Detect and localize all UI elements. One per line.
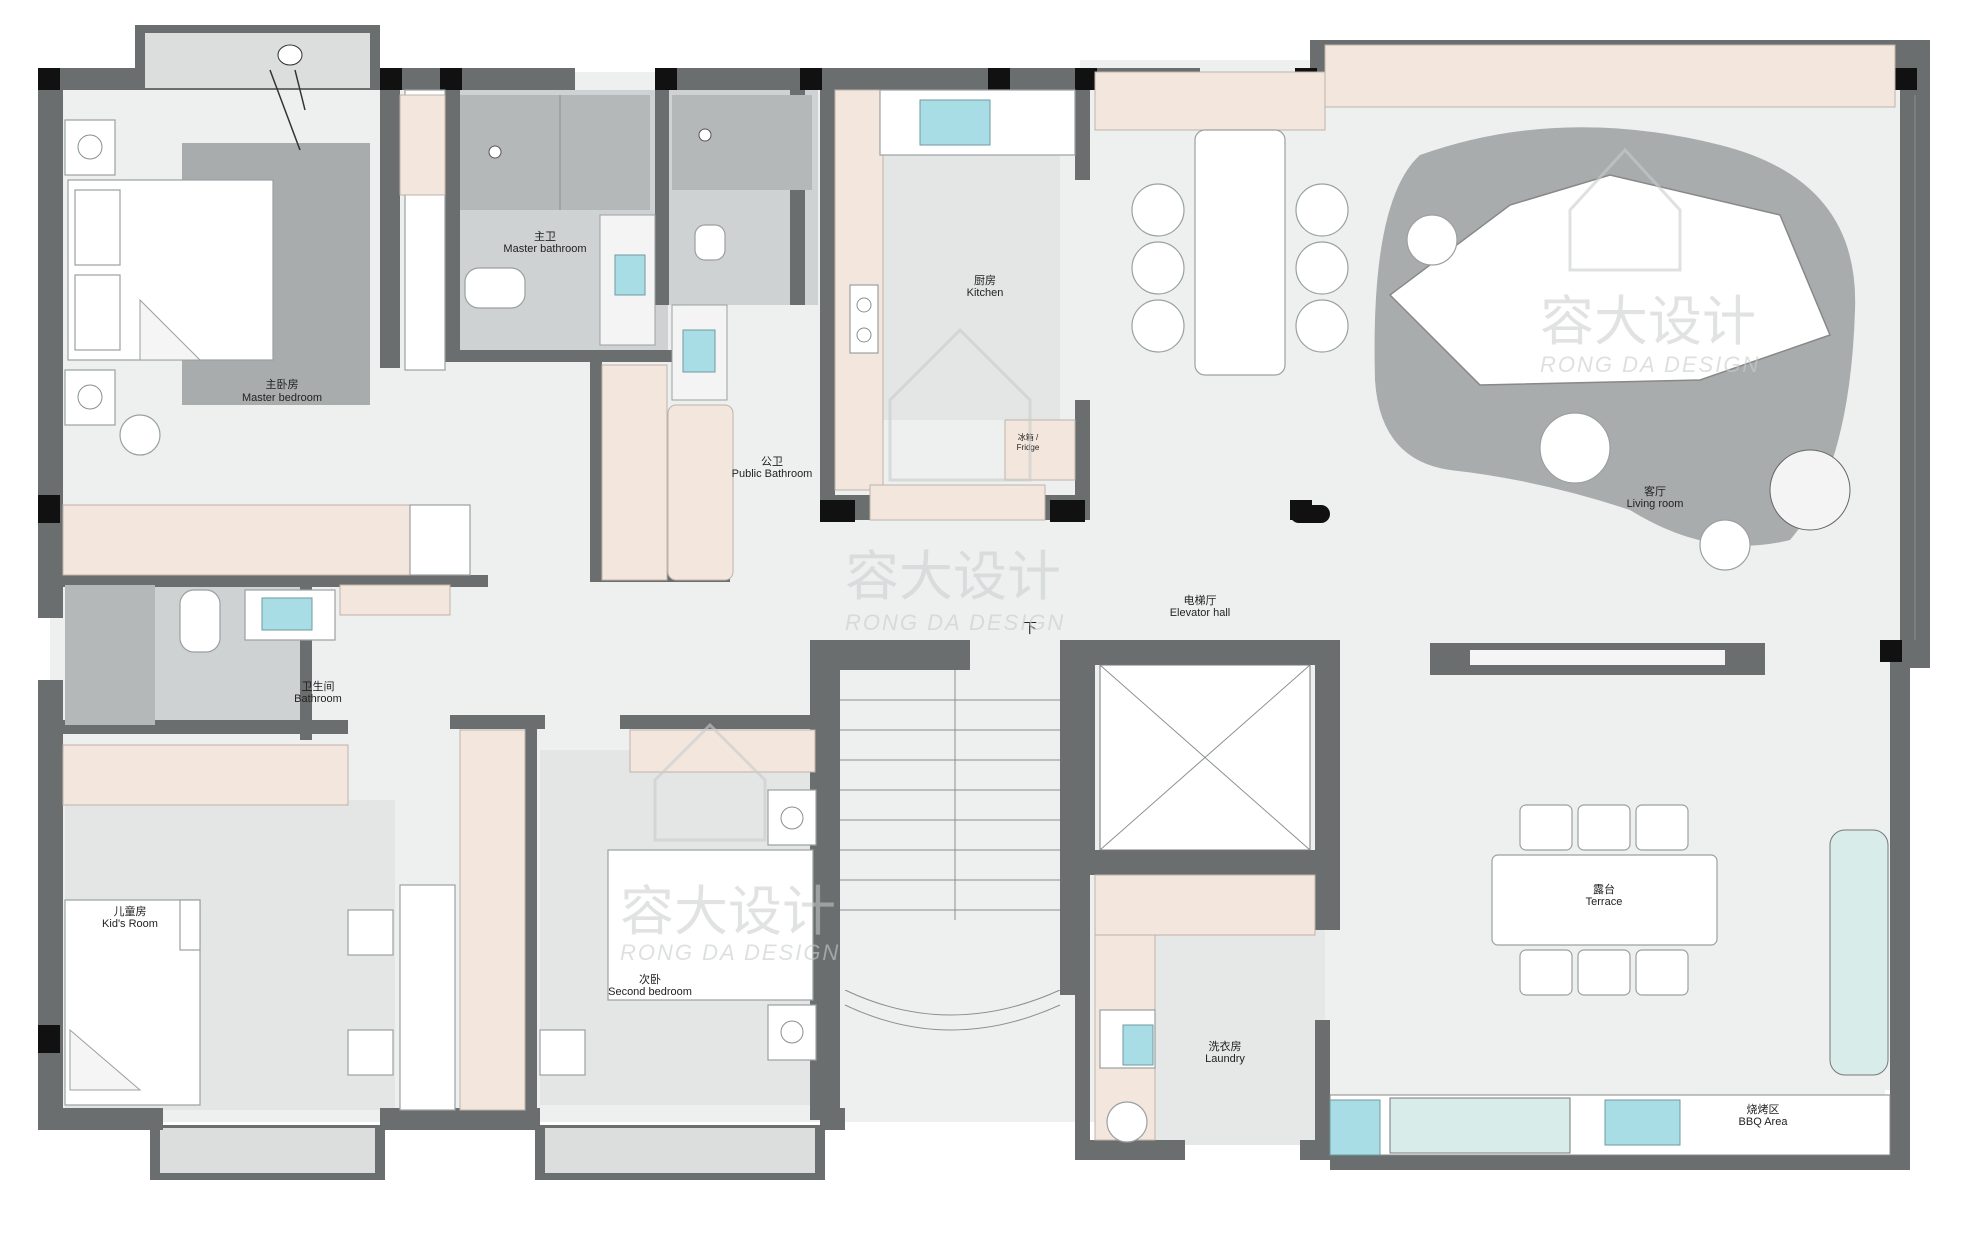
- dining-table: [1194, 129, 1286, 376]
- cabinet-strip-top: [1094, 71, 1326, 131]
- master-bathroom: 主卫 Master bathroom: [460, 95, 656, 346]
- bathroom-label-cn: 卫生间: [302, 679, 335, 693]
- kids-room-label-en: Kid's Room: [102, 918, 158, 930]
- master-bathroom-label-en: Master bathroom: [503, 243, 586, 255]
- elevator-hall-label-cn: 电梯厅: [1184, 594, 1217, 607]
- washing-machine: [1106, 1101, 1148, 1143]
- bathroom-label-en: Bathroom: [294, 693, 342, 705]
- sink-master: [614, 254, 646, 296]
- kids-desk-cabinet: [459, 729, 526, 1111]
- second-bedroom-label-en: Second bedroom: [608, 986, 692, 998]
- bbq-area-label-cn: 烧烤区: [1747, 1102, 1780, 1116]
- toilet-bathroom: [179, 589, 221, 653]
- master-bedroom: 主卧房 Master bedroom: [62, 44, 471, 576]
- kids-room: 儿童房 Kid's Room: [62, 729, 526, 1111]
- master-bedroom-label-en: Master bedroom: [242, 392, 322, 404]
- balconies: [135, 25, 1061, 1180]
- watermarks: 容大设计 RONG DA DESIGN 容大设计 RONG DA DESIGN …: [620, 147, 1760, 965]
- kids-room-label-cn: 儿童房: [114, 904, 147, 918]
- bbq-area-label-en: BBQ Area: [1739, 1116, 1789, 1128]
- bay-window: [844, 989, 1061, 1016]
- kids-wardrobe: [62, 744, 349, 806]
- public-bathroom: 公卫 Public Bathroom: [601, 95, 813, 581]
- fridge: [1004, 419, 1076, 481]
- bathroom: 卫生间 Bathroom: [65, 584, 451, 725]
- kitchen-label-en: Kitchen: [967, 287, 1004, 299]
- sofa-cluster: [1388, 174, 1831, 386]
- elevator-hall-label-en: Elevator hall: [1170, 607, 1231, 619]
- ottoman: [119, 414, 161, 456]
- elevator-hall: 电梯厅 Elevator hall: [1099, 594, 1765, 851]
- watermark-text-cn: 容大设计: [1540, 290, 1756, 353]
- person-figure: [269, 44, 306, 151]
- kitchen: 厨房 Kitchen 冰箱 / Fridge: [834, 89, 1076, 521]
- terrace-label-cn: 露台: [1593, 882, 1615, 896]
- kitchen-label-cn: 厨房: [974, 274, 996, 287]
- watermark-logo: [1568, 147, 1682, 272]
- second-bedroom: 次卧 Second bedroom: [539, 729, 817, 1076]
- public-bathroom-cabinet: [601, 364, 668, 581]
- laundry-label-cn: 洗衣房: [1209, 1039, 1242, 1053]
- ceiling-feature: [1290, 505, 1330, 523]
- master-bedroom-label-cn: 主卧房: [266, 378, 299, 391]
- laundry-label-en: Laundry: [1205, 1053, 1245, 1065]
- stairs-down-label: 下: [1023, 621, 1037, 637]
- terrace-table: [1491, 854, 1718, 946]
- lounge-chair: [1769, 449, 1851, 531]
- master-bathroom-label-cn: 主卫: [534, 230, 556, 243]
- dining-area: [1094, 44, 1896, 523]
- public-bathroom-label-cn: 公卫: [761, 455, 783, 468]
- second-bedroom-label-cn: 次卧: [639, 972, 661, 986]
- fridge-label-en: Fridge: [1017, 443, 1040, 452]
- wardrobe-master: [62, 504, 414, 576]
- sink-bathroom: [261, 597, 313, 631]
- sink-laundry: [1122, 1024, 1154, 1066]
- terrace-label-en: Terrace: [1586, 896, 1623, 908]
- sink-public: [682, 329, 716, 373]
- fridge-label-cn: 冰箱 /: [1018, 432, 1039, 442]
- squat-toilet: [694, 224, 726, 261]
- living-room-label-cn: 客厅: [1644, 484, 1666, 498]
- living-room-label-en: Living room: [1627, 498, 1684, 510]
- sink-kitchen: [919, 99, 991, 146]
- planter-east: [1829, 829, 1889, 1076]
- watermark-text-cn: 容大设计: [620, 880, 836, 943]
- kitchen-floor: [880, 150, 1060, 420]
- watermark-text-cn: 容大设计: [845, 545, 1061, 608]
- watermark-text-en: RONG DA DESIGN: [845, 610, 1065, 635]
- laundry: 洗衣房 Laundry: [1094, 874, 1316, 1143]
- watermark-logo: [888, 327, 1032, 482]
- sink-bbq: [1604, 1099, 1681, 1146]
- public-bathroom-label-en: Public Bathroom: [732, 468, 813, 480]
- toilet-master: [464, 267, 526, 309]
- terrace: 露台 Terrace 烧烤区 BBQ Area: [1329, 804, 1891, 1156]
- watermark-text-en: RONG DA DESIGN: [620, 940, 840, 965]
- second-bed: [607, 849, 814, 1001]
- watermark-logo: [653, 722, 767, 842]
- staircase: 下: [840, 621, 1060, 990]
- living-room: 客厅 Living room: [1374, 95, 1916, 640]
- watermark-text-en: RONG DA DESIGN: [1540, 352, 1760, 377]
